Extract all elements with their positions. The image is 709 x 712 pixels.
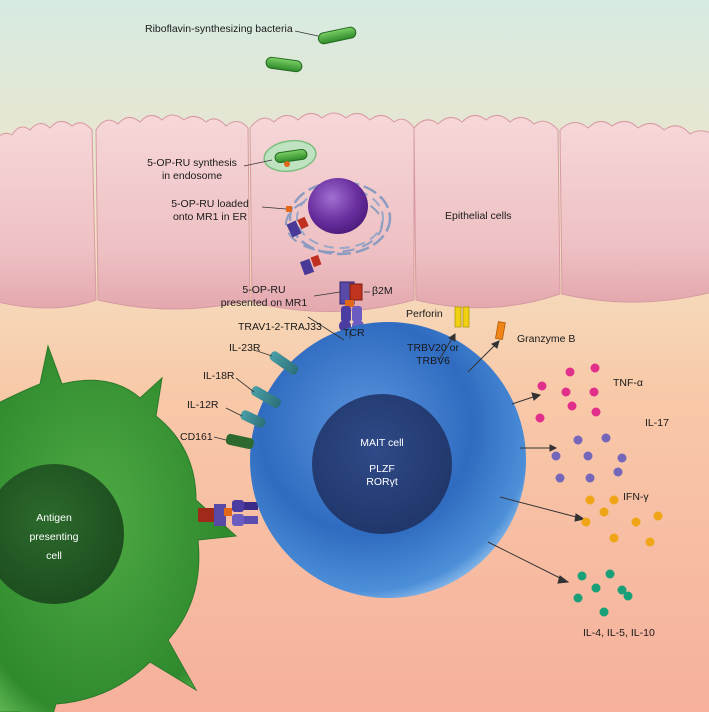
il4-dot: [591, 583, 601, 593]
il12r-label: IL-12R: [187, 399, 219, 411]
trav-label: TRAV1-2-TRAJ33: [238, 321, 322, 333]
ifng-dot: [645, 537, 655, 547]
tnf-dot: [535, 413, 545, 423]
cytokines: [535, 363, 663, 617]
il12r-receptor: [240, 410, 266, 428]
loaded-label-line2: onto MR1 in ER: [172, 211, 248, 223]
trbv-label-line1: TRBV20 or: [407, 342, 459, 354]
tnf-dot: [537, 381, 547, 391]
il4-dot: [599, 607, 609, 617]
epithelial-cell: [559, 121, 709, 303]
mait-label-line3: RORγt: [366, 476, 398, 488]
mr1-in-er: [286, 206, 322, 276]
il4-dot: [577, 571, 587, 581]
epithelial-cell: [0, 121, 97, 309]
il18r-receptor: [251, 386, 281, 408]
perforin-icon: [454, 306, 462, 328]
mait-label-line2: PLZF: [369, 463, 395, 475]
apc-mr1-tcr: [198, 500, 258, 526]
trbv-label-line2: TRBV6: [416, 355, 450, 367]
il17-dot: [601, 433, 611, 443]
il4-dot: [573, 593, 583, 603]
cd161-receptor: [225, 433, 254, 450]
ifng-dot: [609, 533, 619, 543]
epithelial-nucleus-er: [285, 178, 392, 256]
synthesis-label-line2: in endosome: [161, 170, 223, 182]
il4-label: IL-4, IL-5, IL-10: [583, 627, 655, 639]
ifng-label: IFN-γ: [623, 491, 649, 503]
mait-label: MAIT cell PLZF RORγt: [322, 437, 442, 489]
ifng-dot: [581, 517, 591, 527]
apc-nucleus: [0, 464, 124, 604]
il17-dot: [585, 473, 595, 483]
mait-nucleus: [312, 394, 452, 534]
il4-dot: [605, 569, 615, 579]
il17-dot: [613, 467, 623, 477]
bacterium-icon: [317, 26, 357, 45]
bacteria-group: [265, 26, 357, 73]
il17-dot: [555, 473, 565, 483]
ifng-dot: [631, 517, 641, 527]
il17-dot: [617, 453, 627, 463]
presented-label: 5-OP-RU presented on MR1: [212, 284, 316, 310]
endosome: [263, 139, 317, 173]
bacteria-label: Riboflavin-synthesizing bacteria: [145, 23, 293, 35]
il17-dot: [583, 451, 593, 461]
mait-label-line1: MAIT cell: [360, 437, 404, 449]
presented-label-line2: presented on MR1: [220, 297, 308, 309]
mait-receptors: [225, 351, 299, 450]
tnf-dot: [567, 401, 577, 411]
perforin-icon: [462, 306, 470, 328]
il4-dot: [617, 585, 627, 595]
cd161-label: CD161: [180, 431, 213, 443]
il17-label: IL-17: [645, 417, 669, 429]
granzyme-icon: [495, 321, 506, 341]
perforin-label: Perforin: [406, 308, 443, 320]
synthesis-label-line1: 5-OP-RU synthesis: [147, 157, 237, 169]
loaded-label-line1: 5-OP-RU loaded: [171, 198, 249, 210]
epithelial-label: Epithelial cells: [445, 210, 512, 222]
tnf-dot: [590, 363, 600, 373]
il23r-receptor: [269, 351, 299, 375]
presented-label-line1: 5-OP-RU: [242, 284, 286, 296]
arrows: [438, 333, 586, 584]
leader-lines: [213, 30, 370, 441]
il23r-label: IL-23R: [229, 342, 261, 354]
trbv-label: TRBV20 or TRBV6: [393, 342, 473, 368]
5-op-ru-molecule: [286, 206, 292, 212]
ifng-dot: [599, 507, 609, 517]
granzyme-label: Granzyme B: [517, 333, 576, 345]
apc-label-line2: presenting: [29, 531, 79, 543]
ifng-dot: [653, 511, 663, 521]
il4-dot: [623, 591, 633, 601]
epithelial-cell: [413, 115, 561, 309]
epithelial-cell: [95, 114, 251, 310]
tnf-dot: [591, 407, 601, 417]
mait-cell: [250, 322, 526, 598]
tnf-label: TNF-α: [613, 377, 643, 389]
bacterium-icon: [265, 56, 303, 73]
cytotoxic-granules: [454, 306, 506, 341]
ifng-dot: [609, 495, 619, 505]
bacterium-icon: [274, 148, 308, 164]
antigen-presenting-cell: [0, 344, 238, 712]
loaded-label: 5-OP-RU loaded onto MR1 in ER: [158, 198, 262, 224]
tnf-dot: [561, 387, 571, 397]
tnf-dot: [589, 387, 599, 397]
apc-label-line1: Antigen: [36, 512, 72, 524]
nucleus: [308, 178, 368, 234]
5-op-ru-molecule: [284, 161, 290, 167]
il18r-label: IL-18R: [203, 370, 235, 382]
tcr-label: TCR: [343, 327, 365, 339]
ifng-dot: [585, 495, 595, 505]
synthesis-label: 5-OP-RU synthesis in endosome: [142, 157, 242, 183]
b2m-label: β2M: [372, 285, 393, 297]
apc-label: Antigen presenting cell: [4, 509, 104, 566]
apc-label-line3: cell: [46, 550, 62, 562]
il17-dot: [551, 451, 561, 461]
tnf-dot: [565, 367, 575, 377]
il17-dot: [573, 435, 583, 445]
